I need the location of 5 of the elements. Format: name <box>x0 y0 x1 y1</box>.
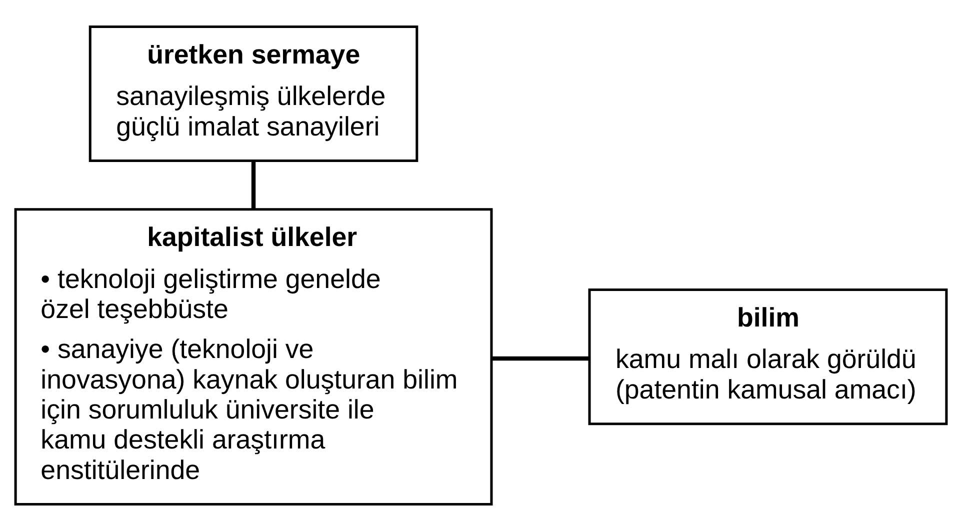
node-box: kapitalist ülkeler • teknoloji geliştirme genelde özel teşebbüste • sanayiye (teknoloji ve inovasyona) kaynak oluşturan bilim için sorumluluk üniversite ile kamu destekli araştırma enstitülerinde <box>14 208 493 506</box>
node-box: bilim kamu malı olarak görüldü (patentin kamusal amacı) <box>588 288 948 426</box>
connector <box>492 356 589 361</box>
node-box: üretken sermaye sanayileşmiş ülkelerde güçlü imalat sanayileri <box>88 25 418 162</box>
connector <box>251 160 256 209</box>
